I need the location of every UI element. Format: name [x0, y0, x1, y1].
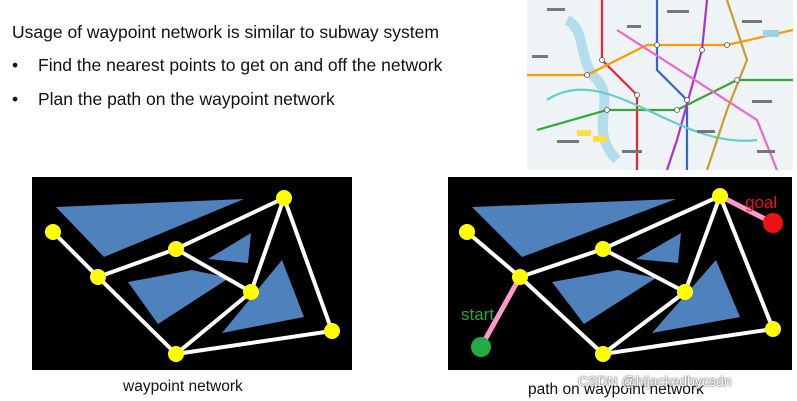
network-edge: [518, 275, 605, 356]
obstacle: [222, 260, 304, 333]
subway-map-image: [527, 0, 793, 170]
obstacle: [208, 233, 251, 263]
waypoint-node: [243, 284, 259, 300]
goal-point: [763, 213, 783, 233]
path-network-canvas: start goal: [459, 188, 783, 362]
waypoint-node: [168, 241, 184, 257]
network-edge: [174, 329, 334, 356]
path-link-start: [478, 274, 523, 350]
bullet-dot-icon: •: [12, 55, 19, 75]
waypoint-node: [276, 190, 292, 206]
network-edge: [249, 196, 286, 294]
subway-map-icon: [527, 0, 793, 170]
obstacle: [472, 199, 676, 257]
network-edge: [174, 196, 286, 251]
start-label: start: [461, 305, 494, 324]
network-edge: [96, 275, 178, 356]
start-point: [471, 337, 491, 357]
waypoint-node: [90, 269, 106, 285]
obstacle: [552, 270, 656, 324]
network-edge: [518, 247, 605, 279]
waypoint-node: [45, 224, 61, 240]
bullet-list: • Find the nearest points to get on and …: [12, 55, 442, 123]
waypoint-node: [168, 346, 184, 362]
network-edge: [683, 194, 722, 294]
network-edge: [174, 247, 253, 294]
goal-label: goal: [745, 193, 777, 212]
network-edge: [51, 230, 100, 279]
network-edge: [601, 194, 722, 251]
obstacle: [128, 270, 229, 324]
path-on-network-diagram: start goal: [448, 177, 792, 370]
bullet-text: Find the nearest points to get on and of…: [38, 55, 443, 75]
waypoint-node: [595, 241, 611, 257]
network-edge: [601, 247, 687, 294]
bullet-item: • Find the nearest points to get on and …: [12, 55, 442, 89]
waypoint-node: [595, 346, 611, 362]
waypoint-node: [677, 284, 693, 300]
watermark-text: CSDN @hijackedbycsdn: [578, 373, 732, 389]
network-edge: [96, 247, 178, 279]
waypoint-node: [712, 188, 728, 204]
waypoint-node: [324, 323, 340, 339]
network-edge: [282, 196, 334, 333]
network-edge: [174, 290, 253, 356]
bullet-dot-icon: •: [12, 89, 19, 109]
left-diagram-caption: waypoint network: [123, 378, 243, 395]
network-edge: [601, 290, 687, 356]
obstacle: [652, 260, 740, 333]
network-edge: [465, 230, 522, 279]
right-diagram-caption: path on waypoint network: [528, 381, 704, 398]
slide-headline: Usage of waypoint network is similar to …: [12, 22, 439, 42]
waypoint-node: [765, 321, 781, 337]
waypoint-node: [459, 224, 475, 240]
waypoint-node: [512, 269, 528, 285]
obstacle: [56, 199, 244, 257]
obstacle: [636, 233, 681, 263]
bullet-item: • Plan the path on the waypoint network: [12, 89, 442, 123]
network-edge: [718, 194, 775, 331]
waypoint-network-diagram: [32, 177, 352, 370]
waypoint-network-canvas: [45, 190, 340, 362]
bullet-text: Plan the path on the waypoint network: [38, 89, 335, 109]
network-edge: [601, 327, 775, 356]
